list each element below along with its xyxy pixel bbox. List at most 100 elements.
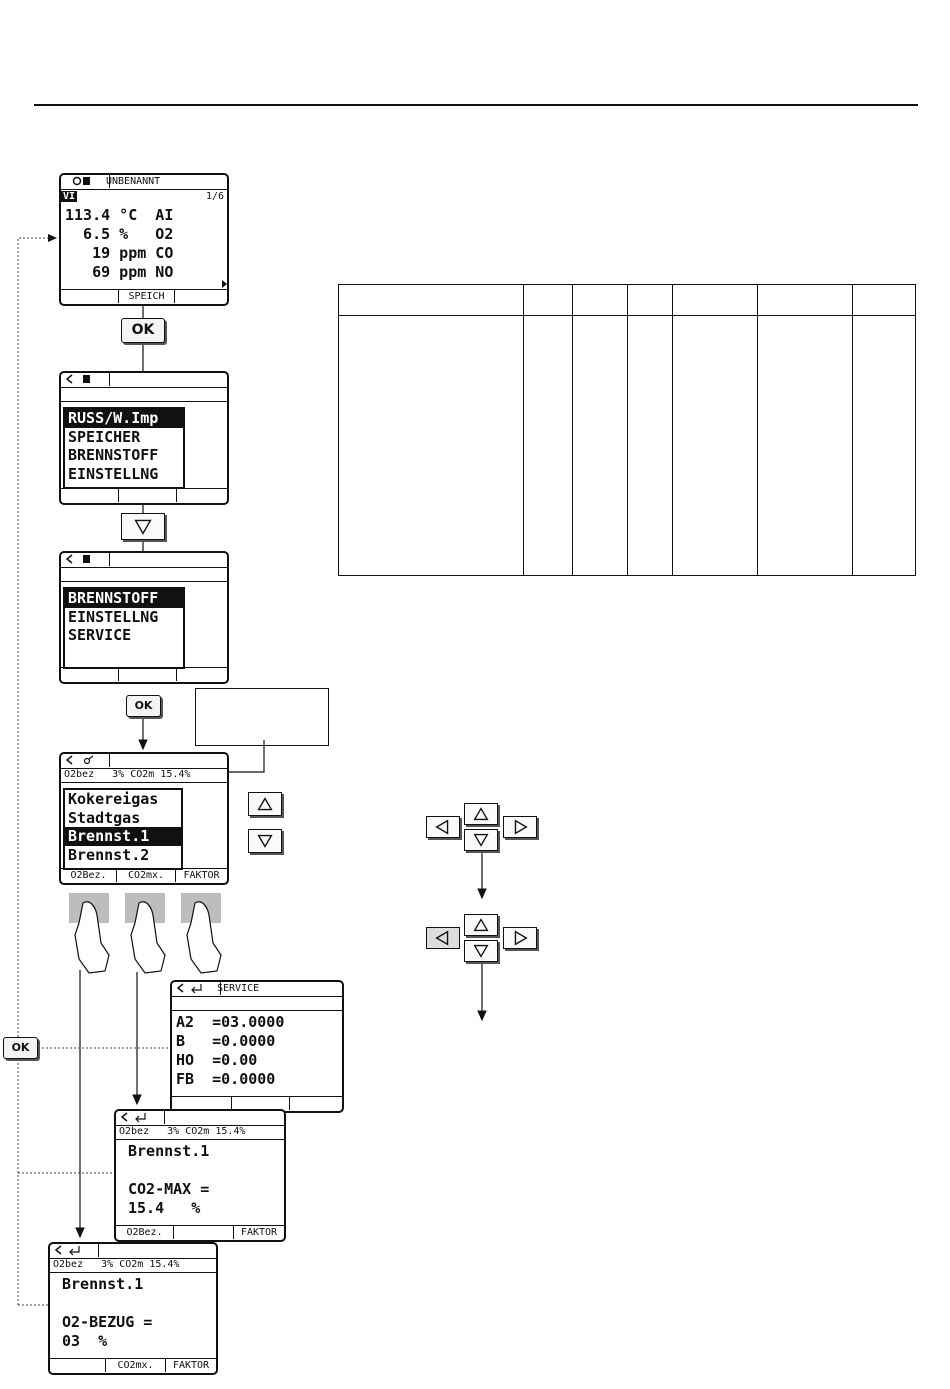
value-row: 113.4 °C AI	[65, 206, 174, 224]
down-arrow-button[interactable]	[464, 940, 498, 962]
soft-keys: O2Bez. CO2mx. FAKTOR	[61, 868, 227, 883]
soft-key-right[interactable]	[177, 668, 227, 681]
ok-button[interactable]: OK	[121, 318, 165, 343]
soft-key-o2bez[interactable]: O2Bez.	[61, 869, 117, 882]
soft-key-left[interactable]	[61, 290, 119, 303]
value-row: 19 ppm CO	[65, 244, 174, 262]
table-row	[338, 315, 916, 576]
fuel-params: O2bez 3% CO2m 15.4%	[61, 768, 227, 783]
right-arrow-icon	[514, 819, 528, 835]
soft-key-left[interactable]	[50, 1359, 106, 1372]
soft-key-faktor[interactable]: FAKTOR	[183, 870, 220, 881]
soft-key-middle[interactable]	[174, 1226, 234, 1239]
right-arrow-icon	[514, 930, 528, 946]
ok-button[interactable]: OK	[3, 1037, 38, 1059]
soft-key-middle[interactable]	[119, 489, 177, 502]
soft-key-right[interactable]	[175, 290, 227, 303]
service-row[interactable]: HO =0.00	[176, 1051, 258, 1069]
soft-key-right[interactable]	[290, 1097, 342, 1110]
menu-item-einstellng[interactable]: EINSTELLNG	[68, 464, 159, 483]
down-arrow-button[interactable]	[464, 829, 498, 851]
menu-item-russ[interactable]: RUSS/W.Imp	[65, 409, 183, 428]
soft-key-speich[interactable]: SPEICH	[119, 290, 175, 303]
o2-reference-screen: O2bez 3% CO2m 15.4% Brennst.1 O2-BEZUG =…	[48, 1242, 218, 1375]
service-values: A2 =03.0000 B =0.0000 HO =0.00 FB =0.000…	[176, 1013, 284, 1089]
menu-item-service[interactable]: SERVICE	[68, 626, 132, 644]
left-arrow-button[interactable]	[426, 927, 460, 949]
enter-icon	[172, 982, 221, 995]
soft-keys: SPEICH	[61, 289, 227, 304]
down-arrow-button[interactable]	[248, 829, 282, 853]
status-bar	[61, 754, 227, 769]
fuel-name: Brennst.1	[62, 1275, 144, 1293]
menu-item-einstellng[interactable]: EINSTELLNG	[68, 607, 159, 626]
info-line: VI 1/6	[61, 189, 227, 204]
soft-key-co2mx[interactable]: CO2mx.	[106, 1359, 166, 1372]
measurement-screen: UNBENANNT VI 1/6 113.4 °C AI 6.5 % O2 19…	[59, 173, 229, 306]
service-screen: SERVICE A2 =03.0000 B =0.0000 HO =0.00 F…	[170, 980, 344, 1113]
up-arrow-icon	[473, 918, 489, 932]
fuel-item-brennst1[interactable]: Brennst.1	[65, 827, 181, 846]
right-arrow-button[interactable]	[503, 927, 537, 949]
soft-key-left[interactable]	[172, 1097, 232, 1110]
back-icon	[61, 373, 110, 386]
co2-max-value[interactable]: 15.4 %	[128, 1199, 201, 1217]
soft-key-o2bez[interactable]: O2Bez.	[116, 1226, 174, 1239]
up-arrow-icon	[257, 797, 273, 811]
sub-bar	[172, 996, 342, 1011]
status-bar	[50, 1244, 216, 1259]
soft-keys	[172, 1096, 342, 1111]
up-arrow-button[interactable]	[464, 803, 498, 825]
page-indicator: 1/6	[205, 191, 224, 202]
fuel-item-kokereigas[interactable]: Kokereigas	[68, 790, 159, 808]
soft-key-left[interactable]	[61, 668, 119, 681]
back-icon	[61, 754, 110, 767]
co2-max-screen: O2bez 3% CO2m 15.4% Brennst.1 CO2-MAX = …	[114, 1109, 286, 1242]
status-bar	[61, 373, 227, 388]
fuel-item-stadtgas[interactable]: Stadtgas	[68, 808, 141, 827]
down-arrow-button[interactable]	[121, 513, 165, 540]
menu-item-speicher[interactable]: SPEICHER	[68, 427, 141, 446]
callout-box	[195, 688, 329, 746]
enter-icon	[50, 1244, 99, 1257]
fuel-item-brennst2[interactable]: Brennst.2	[68, 845, 150, 864]
o2-bezug-value[interactable]: 03 %	[62, 1332, 108, 1350]
o2-bezug-label: O2-BEZUG =	[62, 1313, 153, 1331]
blank-row	[62, 1294, 152, 1313]
soft-key-faktor[interactable]: FAKTOR	[172, 1360, 210, 1371]
status-bar: SERVICE	[172, 982, 342, 997]
down-arrow-icon	[257, 834, 273, 848]
service-title: SERVICE	[217, 983, 260, 994]
ok-button[interactable]: OK	[126, 695, 161, 717]
right-arrow-button[interactable]	[503, 816, 537, 838]
measurement-values: 113.4 °C AI 6.5 % O2 19 ppm CO 69 ppm NO	[65, 206, 173, 282]
soft-key-middle[interactable]	[232, 1097, 290, 1110]
menu-item-brennstoff[interactable]: BRENNSTOFF	[65, 589, 183, 608]
soft-key-co2mx[interactable]: CO2mx.	[117, 869, 176, 882]
arrow-keypad-top	[426, 803, 540, 853]
top-rule	[34, 104, 918, 106]
service-row[interactable]: B =0.0000	[176, 1032, 276, 1050]
up-arrow-button[interactable]	[248, 792, 282, 816]
status-bar: UNBENANNT	[61, 175, 227, 190]
soft-key-right[interactable]	[177, 489, 227, 502]
fuel-params: O2bez 3% CO2m 15.4%	[50, 1258, 216, 1273]
co2-max-label: CO2-MAX =	[128, 1180, 210, 1198]
menu-item-brennstoff[interactable]: BRENNSTOFF	[68, 446, 159, 464]
fuel-name: Brennst.1	[128, 1142, 210, 1160]
up-arrow-icon	[473, 807, 489, 821]
soft-key-left[interactable]	[61, 489, 119, 502]
soft-key-faktor[interactable]: FAKTOR	[240, 1227, 278, 1238]
up-arrow-button[interactable]	[464, 914, 498, 936]
value-row: 6.5 % O2	[65, 225, 174, 243]
hands-pressing-soft-keys	[65, 893, 265, 978]
soft-key-middle[interactable]	[119, 668, 177, 681]
service-row[interactable]: A2 =03.0000	[176, 1013, 285, 1031]
down-arrow-icon	[134, 519, 152, 535]
left-arrow-button[interactable]	[426, 816, 460, 838]
fuel-params: O2bez 3% CO2m 15.4%	[116, 1125, 284, 1140]
co2-values: Brennst.1 CO2-MAX = 15.4 %	[128, 1142, 209, 1218]
status-bar	[61, 553, 227, 568]
service-row[interactable]: FB =0.0000	[176, 1070, 276, 1088]
